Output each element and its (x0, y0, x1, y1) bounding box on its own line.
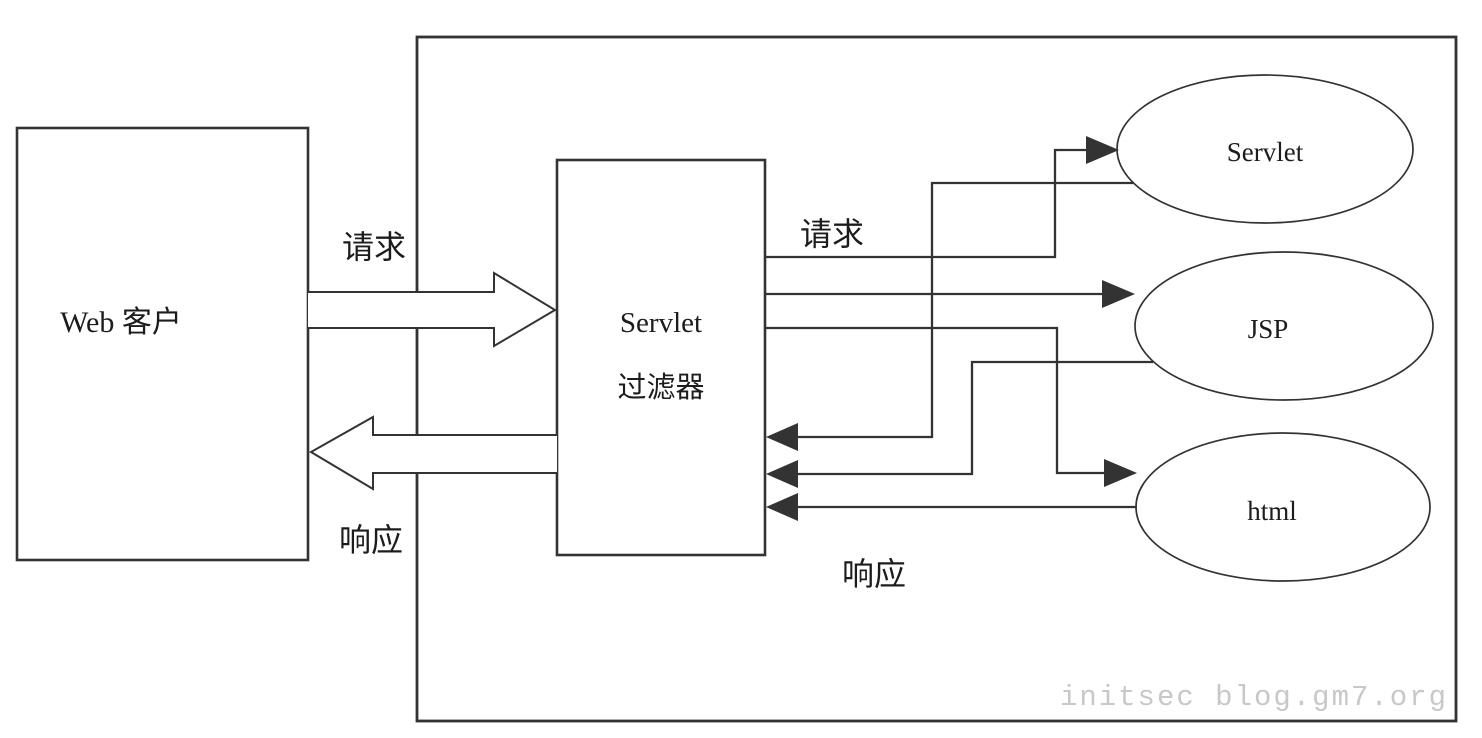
watermark-text: initsec blog.gm7.org (1060, 681, 1448, 714)
request-arrowhead-servlet (1086, 136, 1119, 164)
servlet-filter-box (555, 158, 767, 557)
filter-label-line1: Servlet (620, 307, 702, 339)
response-line-servlet-to-filter (796, 181, 1133, 439)
web-container-box (415, 35, 1458, 723)
response-label-right: 响应 (842, 556, 906, 592)
request-arrow-client-to-filter (308, 271, 557, 348)
request-label-right: 请求 (800, 216, 864, 252)
web-client-label: Web 客户 (60, 306, 182, 339)
request-arrowhead-html (1104, 459, 1137, 487)
request-arrowhead-jsp (1102, 280, 1135, 308)
response-label-left: 响应 (339, 522, 403, 558)
web-client-box (15, 126, 310, 562)
response-arrow-filter-to-client (309, 415, 557, 491)
request-line-filter-to-servlet (765, 148, 1088, 259)
servlet-node-label: Servlet (1227, 137, 1304, 167)
response-arrowhead-html (766, 493, 798, 521)
filter-label-line2: 过滤器 (617, 371, 704, 404)
response-arrowhead-jsp (766, 460, 798, 488)
jsp-node-label: JSP (1248, 314, 1289, 344)
request-line-filter-to-html (765, 326, 1106, 475)
html-node-label: html (1247, 496, 1297, 526)
response-arrowhead-servlet (766, 423, 798, 451)
jsp-ellipse (1134, 251, 1434, 401)
servlet-ellipse (1116, 74, 1414, 224)
response-line-jsp-to-filter (796, 360, 1153, 476)
request-label-left: 请求 (342, 229, 406, 265)
